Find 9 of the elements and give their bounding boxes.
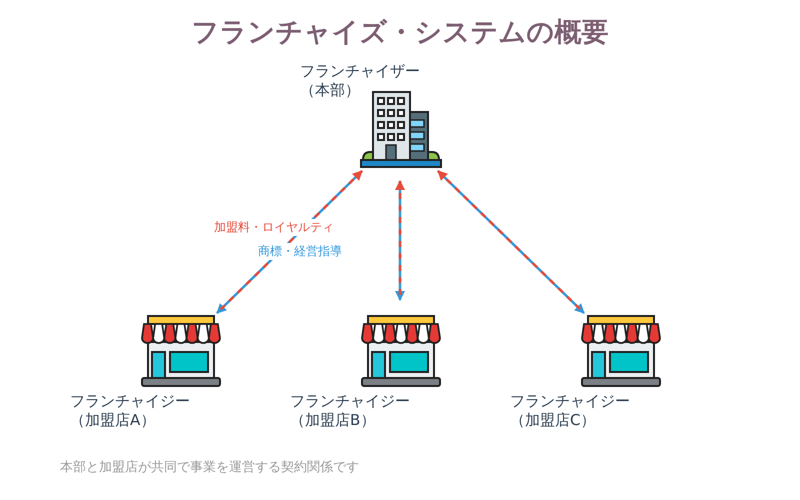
- double-arrow: [395, 180, 405, 301]
- node-label: フランチャイジー（加盟店C）: [510, 392, 631, 430]
- flow-label: 商標・経営指導: [256, 243, 344, 260]
- node-label: フランチャイジー（加盟店A）: [70, 392, 191, 430]
- caption: 本部と加盟店が共同で事業を運営する契約関係です: [60, 459, 359, 476]
- double-arrow: [437, 170, 585, 314]
- node-label: フランチャイザー（本部）: [300, 62, 421, 100]
- title: フランチャイズ・システムの概要: [190, 16, 610, 50]
- node-label: フランチャイジー（加盟店B）: [290, 392, 411, 430]
